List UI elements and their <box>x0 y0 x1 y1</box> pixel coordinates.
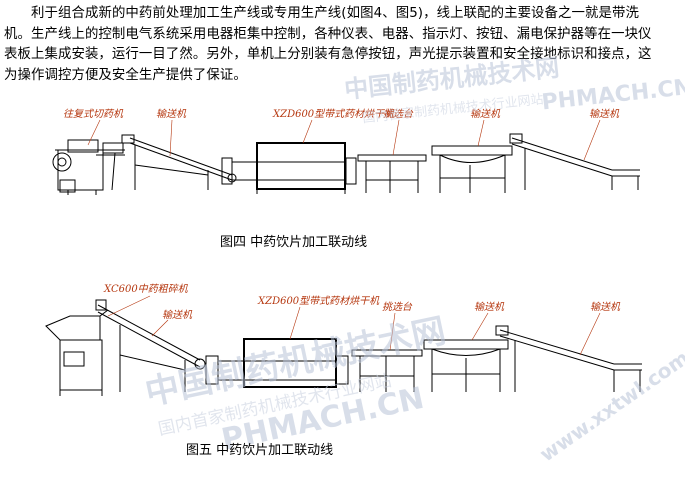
watermark-url-text: www.xxtwl.com <box>535 345 685 466</box>
conveyor-1 <box>121 134 237 190</box>
watermark-top: 中国制药机械技术网 国内首家制药机械技术行业网站 PHMACH.CN <box>343 54 685 127</box>
paragraph-line: 表板上集成安装，运行一目了然。另外，单机上分别装有急停按钮，声光提示装置和安全接… <box>4 47 652 62</box>
fig4-label: 输送机 <box>470 108 501 120</box>
paragraph-line: 为操作调控方便及安全生产提供了保证。 <box>4 67 247 83</box>
watermark-url: www.xxtwl.com <box>535 345 685 466</box>
fig4-label: XZD600型带式药材烘干机 <box>272 108 395 120</box>
fig5-label: 输送机 <box>162 309 193 321</box>
fig5-conveyor-2 <box>423 339 509 392</box>
article-paragraph: 利于组合成新的中药前处理加工生产线或专用生产线(如图4、图5)，线上联配的主要设… <box>4 4 680 86</box>
conveyor-3 <box>509 133 640 190</box>
figure5-drawing <box>45 299 642 396</box>
figure5-caption: 图五 中药饮片加工联动线 <box>186 443 334 458</box>
fig5-label: 挑选台 <box>382 301 413 313</box>
conveyor-2 <box>431 145 513 193</box>
fig4-label: 挑选台 <box>383 108 414 120</box>
fig5-conveyor-3 <box>495 325 642 392</box>
fig5-label: 输送机 <box>590 301 621 313</box>
fig5-conveyor-1 <box>95 299 206 392</box>
fig5-picking-table <box>351 349 423 392</box>
fig4-label: 往复式切药机 <box>63 108 124 120</box>
figure5-labels: XC600中药粗碎机 输送机 XZD600型带式药材烘干机 挑选台 输送机 输送… <box>103 283 621 356</box>
figure4-drawing <box>52 133 640 195</box>
fig4-label: 输送机 <box>156 108 187 120</box>
fig5-label: XC600中药粗碎机 <box>103 283 189 295</box>
fig5-label: XZD600型带式药材烘干机 <box>257 295 380 307</box>
paragraph-line: 利于组合成新的中药前处理加工生产线或专用生产线(如图4、图5)，线上联配的主要设… <box>31 6 639 21</box>
fig5-label: 输送机 <box>474 301 505 313</box>
cutting-machine <box>52 139 125 195</box>
belt-dryer <box>221 142 357 194</box>
paragraph-line: 机。生产线上的控制电气系统采用电器柜集中控制，各种仪表、电器、指示灯、按钮、漏电… <box>4 26 652 42</box>
figure4-labels: 往复式切药机 输送机 XZD600型带式药材烘干机 挑选台 输送机 输送机 <box>63 108 620 161</box>
crusher <box>45 309 109 396</box>
picking-table <box>357 154 427 193</box>
fig4-label: 输送机 <box>589 108 620 120</box>
figure4-caption: 图四 中药饮片加工联动线 <box>220 235 368 250</box>
